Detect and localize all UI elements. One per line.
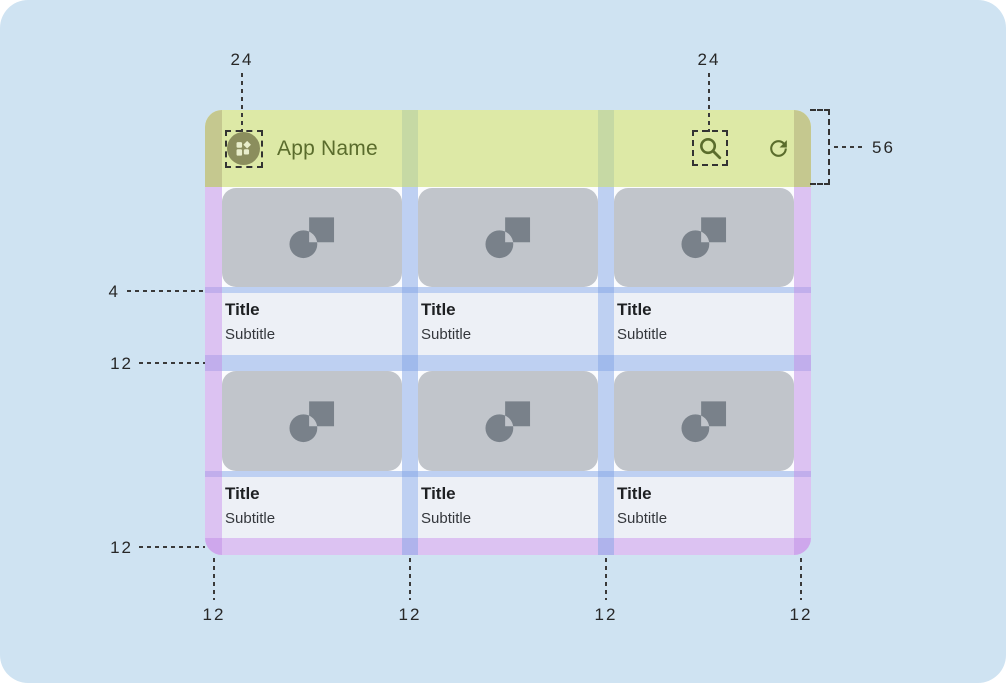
app-mockup: App Name: [205, 110, 811, 555]
card-media[interactable]: [614, 188, 794, 287]
shapes-placeholder-icon: [681, 217, 727, 259]
margin-overlay-left: [205, 187, 222, 555]
card-media[interactable]: [222, 371, 402, 471]
gutter2-size-label: 12: [594, 605, 618, 624]
row-gap-label: 12: [110, 354, 133, 373]
column-gutter-overlay-2: [598, 187, 614, 555]
card-text[interactable]: Title Subtitle: [418, 477, 598, 538]
card-subtitle: Subtitle: [225, 326, 276, 343]
card-text[interactable]: Title Subtitle: [614, 477, 794, 538]
refresh-icon: [769, 139, 787, 157]
gap-overlay-image-text-row1: [205, 287, 811, 293]
left-margin-leader-line: [213, 558, 215, 600]
search-icon: [700, 138, 722, 160]
gap-overlay-image-text-row2: [205, 471, 811, 477]
card-subtitle: Subtitle: [617, 326, 668, 343]
card-media[interactable]: [222, 188, 402, 287]
margin-overlay-right: [794, 187, 811, 555]
refresh-button[interactable]: [765, 135, 791, 161]
card-title: Title: [617, 484, 652, 503]
bottom-margin-leader-line: [139, 546, 205, 548]
appbar-height-bracket: [810, 109, 830, 185]
card-text[interactable]: Title Subtitle: [222, 477, 402, 538]
card-subtitle: Subtitle: [617, 510, 668, 527]
margin-overlay-bottom: [205, 538, 811, 555]
leading-icon-size-label: 24: [230, 50, 254, 69]
card-media[interactable]: [418, 371, 598, 471]
logo-icon-measure-box: [225, 130, 263, 168]
appbar-margin-overlay-right: [794, 110, 811, 187]
top-app-bar: App Name: [205, 110, 811, 187]
card-subtitle: Subtitle: [421, 510, 472, 527]
trailing-icon-size-label: 24: [697, 50, 721, 69]
card-text[interactable]: Title Subtitle: [418, 293, 598, 355]
bottom-margin-label: 12: [110, 538, 133, 557]
leading-icon-leader-line: [241, 73, 243, 132]
row-gap-leader-line: [139, 362, 205, 364]
card-text[interactable]: Title Subtitle: [222, 293, 402, 355]
card-title: Title: [225, 300, 260, 319]
appbar-margin-overlay-left: [205, 110, 222, 187]
card-media[interactable]: [614, 371, 794, 471]
trailing-icon-leader-line: [708, 73, 710, 132]
search-button[interactable]: [697, 135, 723, 161]
card-subtitle: Subtitle: [421, 326, 472, 343]
card-text[interactable]: Title Subtitle: [614, 293, 794, 355]
search-icon-measure-box: [692, 130, 728, 166]
card-title: Title: [421, 300, 456, 319]
shapes-placeholder-icon: [485, 400, 531, 442]
image-text-gap-label: 4: [108, 282, 120, 301]
app-logo-icon: [236, 140, 251, 156]
left-margin-size-label: 12: [202, 605, 226, 624]
appbar-height-leader-line: [834, 146, 864, 148]
shapes-placeholder-icon: [485, 217, 531, 259]
card-title: Title: [225, 484, 260, 503]
shapes-placeholder-icon: [289, 217, 335, 259]
card-media[interactable]: [418, 188, 598, 287]
shapes-placeholder-icon: [289, 400, 335, 442]
card-subtitle: Subtitle: [225, 510, 276, 527]
right-margin-leader-line: [800, 558, 802, 600]
column-gutter-overlay-1: [402, 187, 418, 555]
shapes-placeholder-icon: [681, 400, 727, 442]
image-text-gap-leader-line: [127, 290, 205, 292]
app-title: App Name: [277, 137, 378, 160]
gutter1-leader-line: [409, 558, 411, 600]
card-title: Title: [617, 300, 652, 319]
appbar-height-label: 56: [872, 138, 895, 157]
appbar-gutter-overlay-1: [402, 110, 418, 187]
right-margin-size-label: 12: [789, 605, 813, 624]
gutter1-size-label: 12: [398, 605, 422, 624]
app-logo-button[interactable]: [227, 132, 260, 165]
appbar-gutter-overlay-2: [598, 110, 614, 187]
gap-overlay-row-gutter: [205, 355, 811, 371]
gutter2-leader-line: [605, 558, 607, 600]
card-title: Title: [421, 484, 456, 503]
